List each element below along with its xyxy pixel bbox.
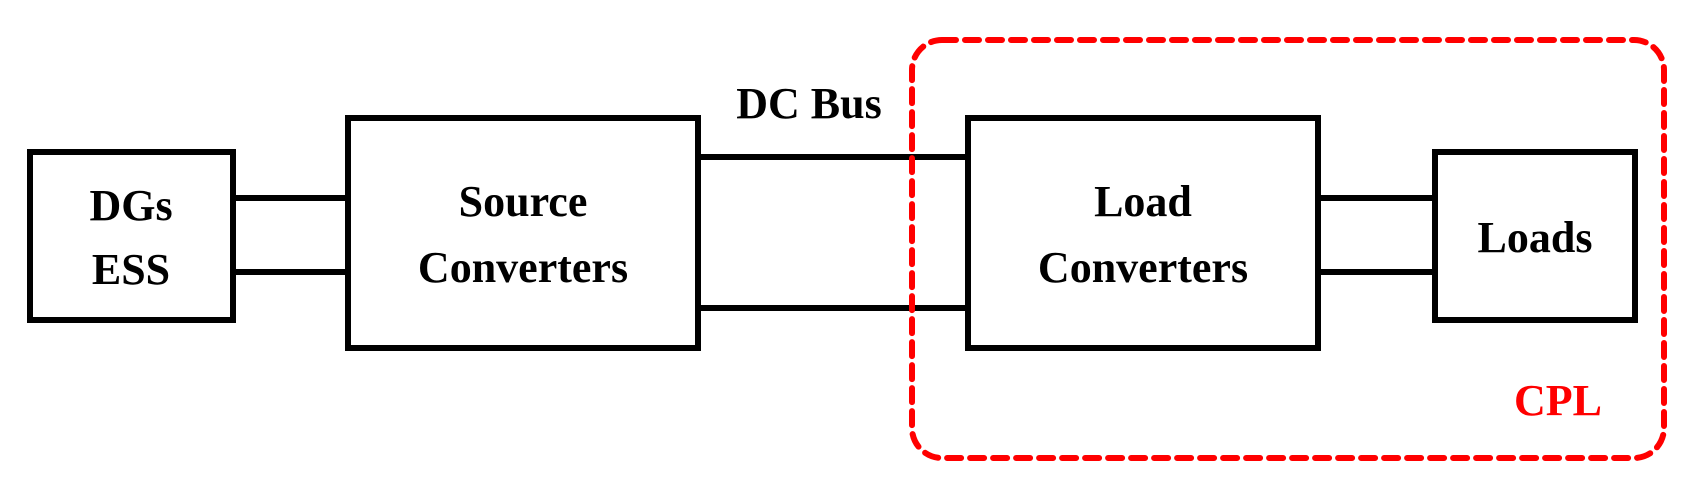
dc-bus-label: DC Bus — [736, 79, 882, 128]
loads-label: Loads — [1478, 213, 1593, 262]
source-converters-label-line1: Source — [459, 177, 588, 226]
loads-block: Loads — [1432, 149, 1638, 323]
load-converters-block: Load Converters — [965, 115, 1321, 351]
cpl-dashed-outline — [909, 37, 1667, 461]
load-converters-label-line2: Converters — [1038, 243, 1248, 292]
cpl-region: CPL — [909, 37, 1667, 461]
dgs-ess-label-line2: ESS — [92, 245, 170, 294]
load-converters-label-line1: Load — [1094, 177, 1192, 226]
source-converters-label-line2: Converters — [418, 243, 628, 292]
source-converters-block: Source Converters — [345, 115, 701, 351]
dgs-ess-label-line1: DGs — [89, 181, 172, 230]
cpl-label: CPL — [1514, 376, 1602, 425]
dgs-ess-block: DGs ESS — [27, 149, 236, 323]
